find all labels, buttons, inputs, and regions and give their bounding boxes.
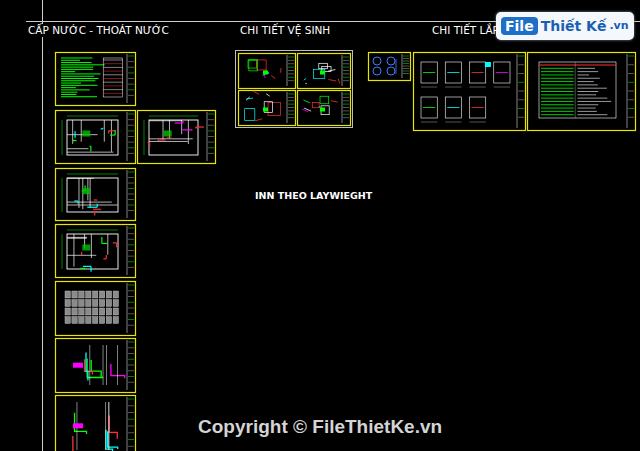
drawing-sheet xyxy=(56,225,136,278)
drawing-sheet xyxy=(239,91,296,126)
drawing-sheet xyxy=(56,111,136,164)
drawing-sheet xyxy=(56,53,136,106)
logo-suffix: .vn xyxy=(609,19,628,32)
watermark: Copyright © FileThietKe.vn xyxy=(198,416,442,439)
drawing-sheet xyxy=(56,339,136,393)
logo-badge: FileThiết Kế.vn xyxy=(496,12,634,40)
drawing-sheet xyxy=(369,53,411,81)
section-heading: CẤP NƯỚC - THOÁT NƯỚC xyxy=(27,24,170,37)
drawing-sheet xyxy=(298,91,351,126)
logo-word: Thiết Kế xyxy=(541,18,607,35)
section-heading: CHI TIẾT LẮP xyxy=(432,24,499,37)
drawing-sheet xyxy=(528,53,636,131)
logo-word: File xyxy=(501,17,538,36)
section-heading: CHI TIẾT VỆ SINH xyxy=(240,24,330,37)
drawing-sheet xyxy=(138,111,216,164)
group-frame xyxy=(236,51,353,128)
plot-note: INN THEO LAYWIEGHT xyxy=(255,190,372,201)
crosshair-line xyxy=(42,0,43,451)
drawing-sheet xyxy=(56,396,136,451)
drawing-sheet xyxy=(298,54,351,89)
drawing-sheet xyxy=(239,54,296,89)
drawing-sheet xyxy=(56,282,136,336)
drawing-sheet xyxy=(56,169,136,221)
drawing-sheet xyxy=(414,53,526,131)
